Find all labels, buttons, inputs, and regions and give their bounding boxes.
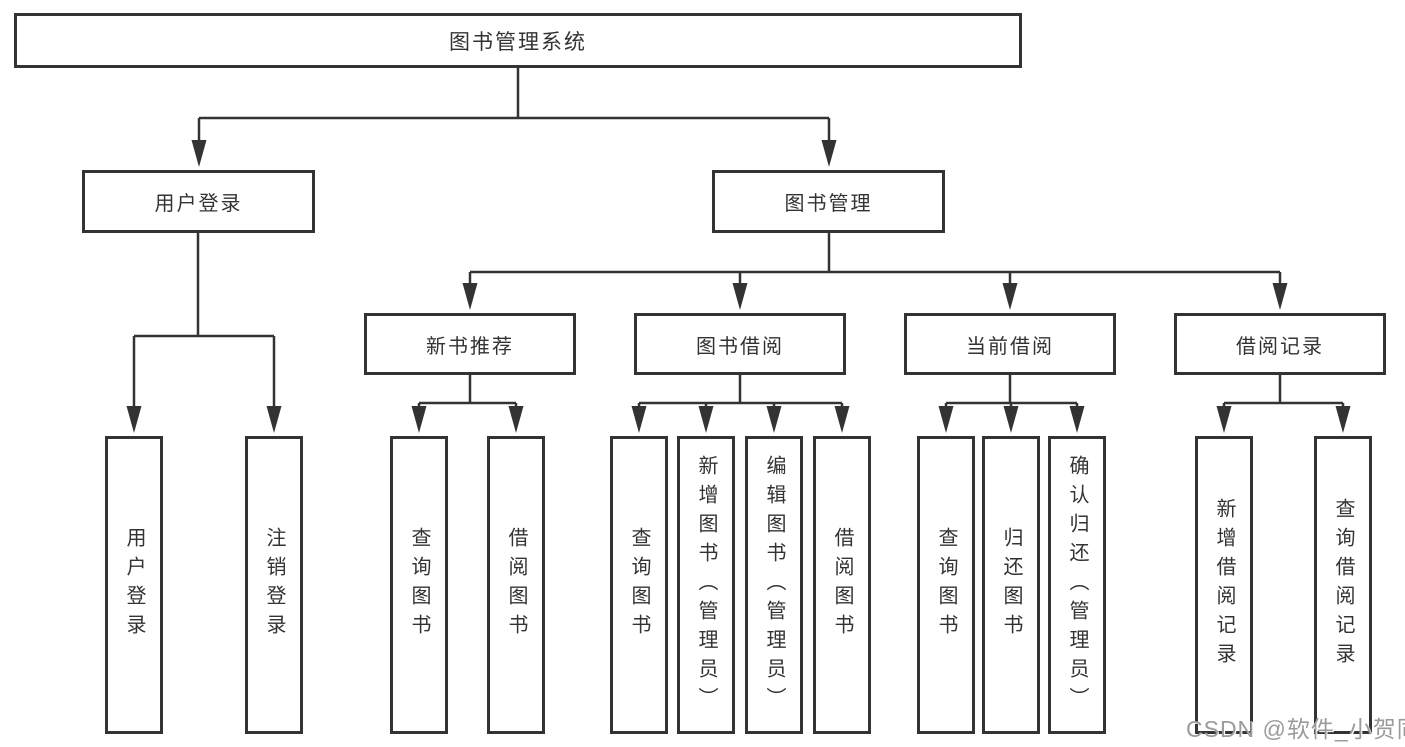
node-label: 编辑图书（管理员） <box>763 454 785 716</box>
node-label: 图书借阅 <box>696 335 784 358</box>
leaf-return-books: 归还图书 <box>982 436 1040 734</box>
arrowheads <box>126 140 1351 433</box>
node-label: 图书管理 <box>784 193 873 215</box>
leaf-logout: 注销登录 <box>245 436 303 734</box>
leaf-query-books-borrow: 查询图书 <box>610 436 668 734</box>
leaf-confirm-return-admin: 确认归还（管理员） <box>1048 436 1106 734</box>
node-label: 查询图书 <box>408 527 430 643</box>
node-book-management-module: 图书管理 <box>712 170 945 233</box>
node-label: 查询图书 <box>628 527 650 643</box>
node-label: 当前借阅 <box>966 335 1054 358</box>
leaf-edit-books-admin: 编辑图书（管理员） <box>745 436 803 734</box>
node-label: 图书管理系统 <box>449 30 587 54</box>
node-label: 查询借阅记录 <box>1332 498 1354 672</box>
leaf-query-books-current: 查询图书 <box>917 436 975 734</box>
node-user-login-module: 用户登录 <box>82 170 315 233</box>
leaf-add-borrow-record: 新增借阅记录 <box>1195 436 1253 734</box>
leaf-user-login: 用户登录 <box>105 436 163 734</box>
node-label: 用户登录 <box>154 193 243 215</box>
node-label: 借阅图书 <box>831 527 853 643</box>
node-label: 新增图书（管理员） <box>695 454 717 716</box>
leaf-borrow-books: 借阅图书 <box>813 436 871 734</box>
node-label: 借阅图书 <box>505 527 527 643</box>
node-borrow-records: 借阅记录 <box>1174 313 1386 375</box>
node-label: 新增借阅记录 <box>1213 498 1235 672</box>
node-book-borrow: 图书借阅 <box>634 313 846 375</box>
leaf-borrow-books-recommend: 借阅图书 <box>487 436 545 734</box>
node-label: 用户登录 <box>123 527 145 643</box>
node-root-system: 图书管理系统 <box>14 13 1022 68</box>
leaf-query-borrow-record: 查询借阅记录 <box>1314 436 1372 734</box>
node-label: 查询图书 <box>935 527 957 643</box>
node-current-borrow: 当前借阅 <box>904 313 1116 375</box>
node-label: 确认归还（管理员） <box>1066 454 1088 716</box>
csdn-watermark: CSDN @软件_小贺同学 <box>1186 716 1405 742</box>
node-label: 归还图书 <box>1000 527 1022 643</box>
node-label: 注销登录 <box>263 527 285 643</box>
leaf-query-books-recommend: 查询图书 <box>390 436 448 734</box>
leaf-add-books-admin: 新增图书（管理员） <box>677 436 735 734</box>
node-label: 借阅记录 <box>1236 335 1324 358</box>
node-label: 新书推荐 <box>426 335 514 358</box>
node-new-book-recommend: 新书推荐 <box>364 313 576 375</box>
